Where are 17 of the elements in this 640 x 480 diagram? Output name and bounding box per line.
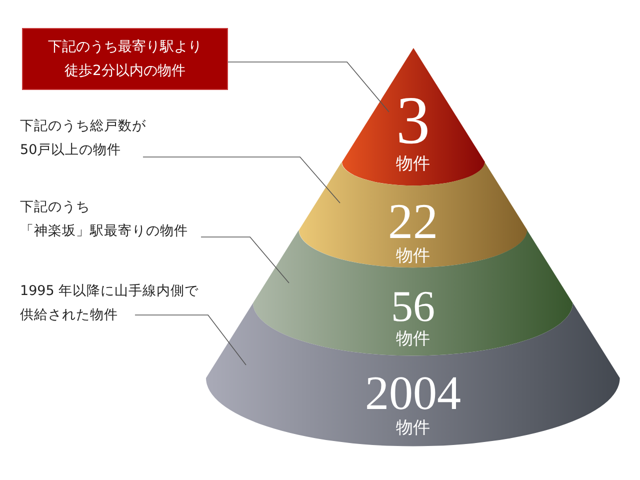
callout-text: 下記のうち「神楽坂」駅最寄りの物件	[20, 195, 188, 244]
leader-line	[200, 236, 290, 284]
count-value: 2004	[364, 370, 461, 418]
callout-text: 下記のうち最寄り駅より徒歩2分以内の物件	[48, 38, 202, 81]
leader-line	[228, 62, 390, 112]
leader-line	[134, 314, 246, 366]
callout-text: 下記のうち総戸数が50戸以上の物件	[20, 114, 146, 163]
leader-line	[142, 156, 340, 204]
count-value: 22	[388, 196, 438, 246]
unit-label: 物件	[396, 330, 430, 349]
unit-label: 物件	[396, 155, 430, 174]
unit-label: 物件	[396, 247, 430, 266]
count-value: 3	[396, 86, 430, 154]
callout-text: 1995 年以降に山手線内側で供給された物件	[20, 279, 199, 328]
count-value: 56	[390, 285, 435, 329]
unit-label: 物件	[396, 419, 430, 438]
highlight-box	[22, 28, 228, 90]
